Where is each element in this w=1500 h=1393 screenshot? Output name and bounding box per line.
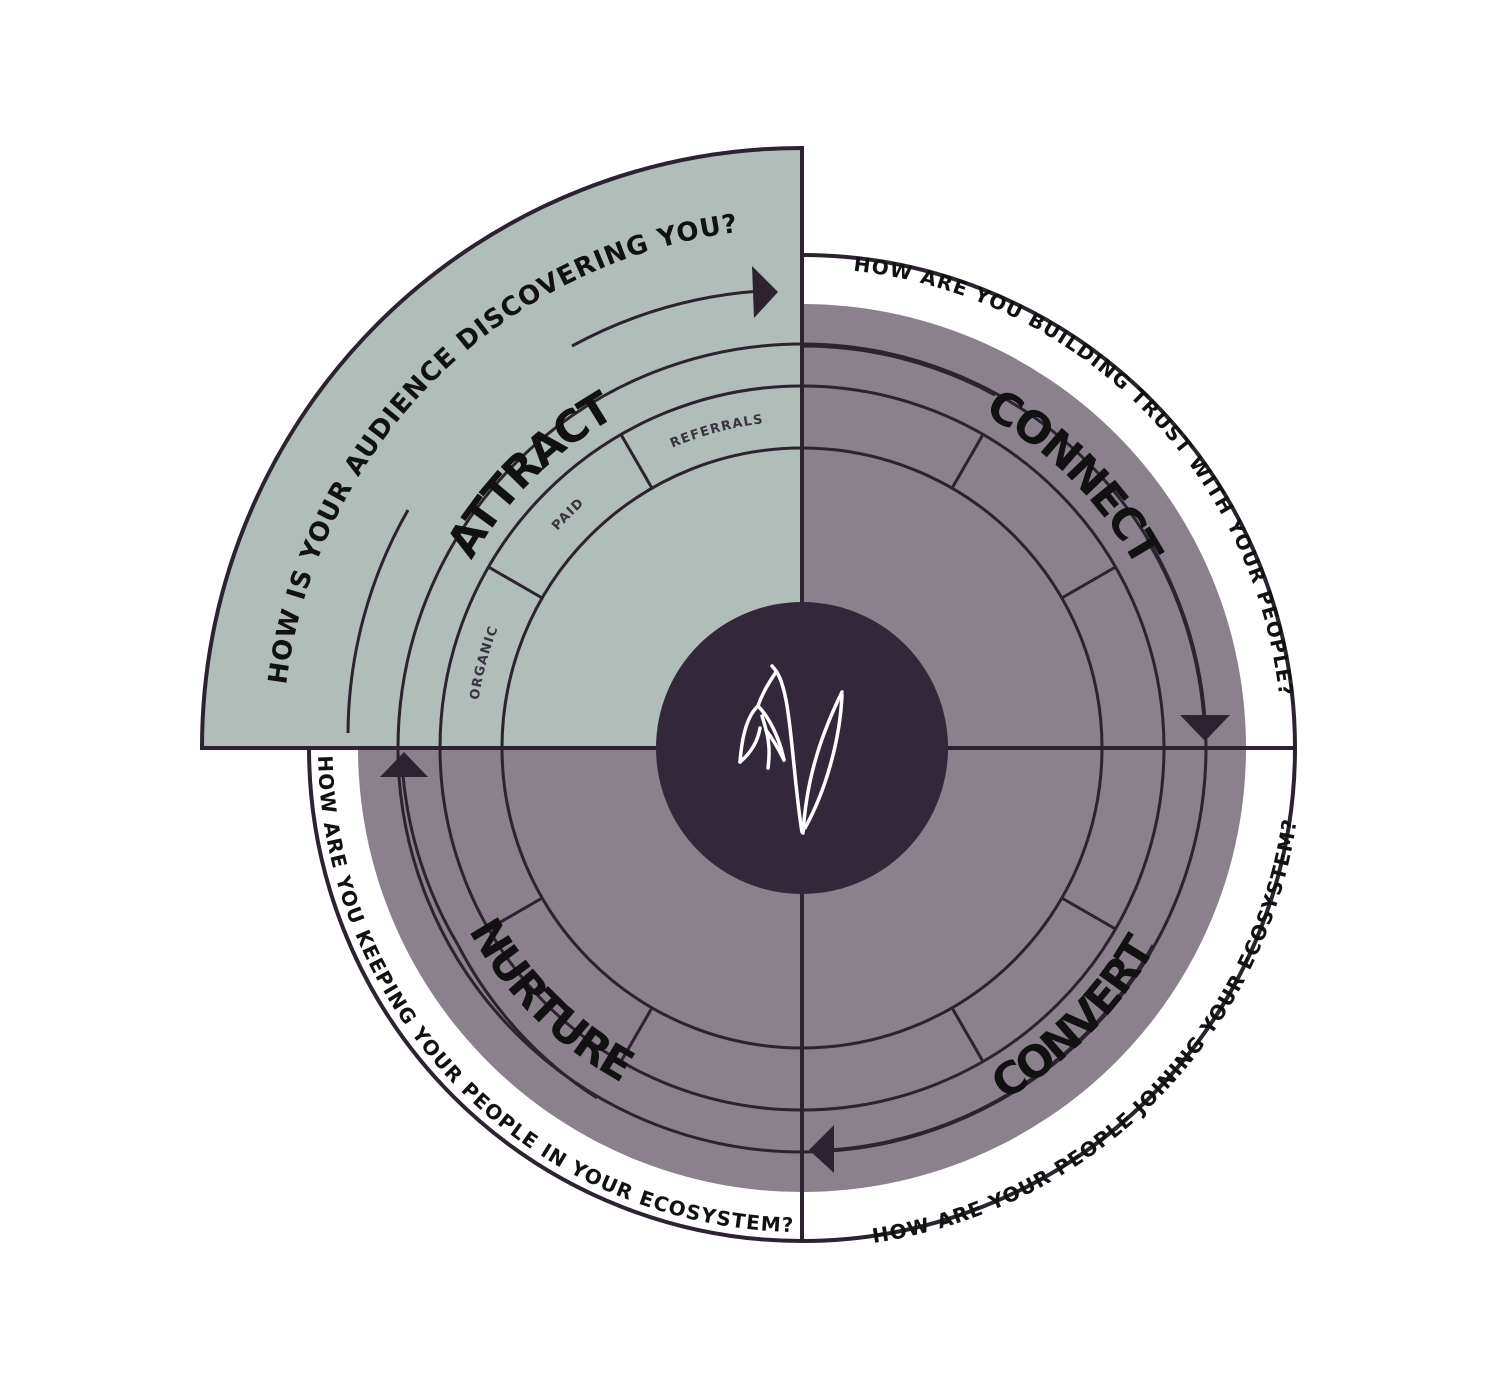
attract-quadrant: [199, 145, 804, 750]
attract-arc-line: [346, 509, 410, 734]
nurture-arrowhead-icon: [380, 752, 428, 777]
convert-arrowhead-icon: [809, 1125, 834, 1173]
snowdrop-flower-icon: [738, 664, 844, 835]
attract-flow-arrow: [571, 289, 761, 348]
nurture-arc-line: [456, 944, 598, 1100]
connect-arrowhead-icon: [1180, 715, 1230, 741]
segment-dividers: [487, 433, 1117, 1063]
nurture-flow-arrow: [401, 774, 460, 946]
convert-arc-line: [1009, 944, 1155, 1095]
convert-flow-arrow: [829, 1091, 1011, 1152]
attract-arrowhead-icon: [752, 266, 778, 318]
connect-flow-arrow: [1145, 539, 1206, 721]
center-badge: [656, 602, 948, 894]
connect-arc-line: [801, 344, 996, 397]
